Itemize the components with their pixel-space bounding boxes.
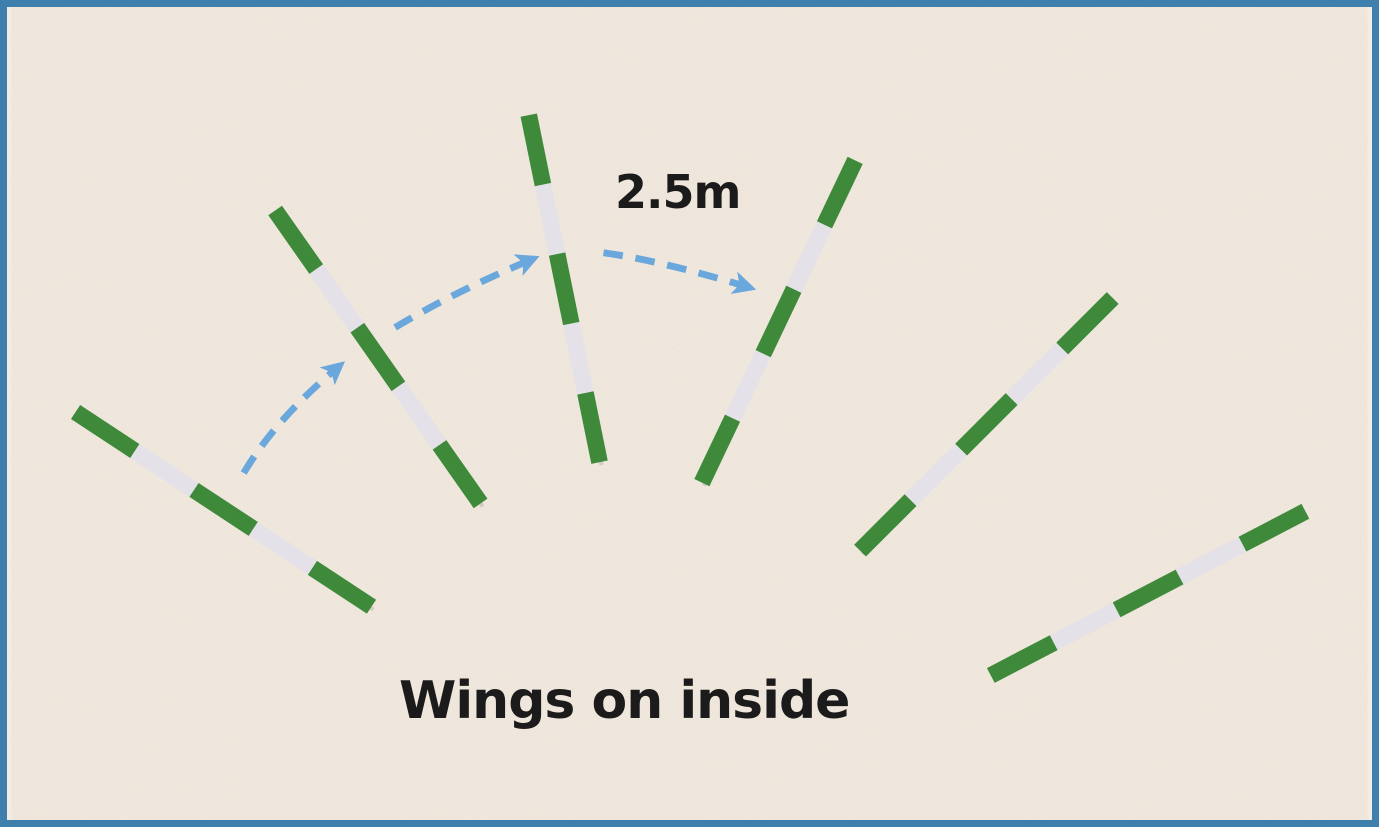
jump-pole <box>694 156 863 487</box>
jump-pole <box>70 405 377 614</box>
jump-pole <box>854 292 1119 557</box>
jump-pole <box>268 205 488 509</box>
pole-layout-diagram <box>11 7 1368 820</box>
poles-group <box>70 113 1310 683</box>
distance-arrow <box>240 361 346 475</box>
jump-pole <box>986 503 1310 683</box>
arrows-group <box>240 249 757 475</box>
distance-arrow <box>393 254 540 331</box>
sand-texture <box>11 7 1368 820</box>
jump-pole <box>520 113 608 466</box>
distance-arrow <box>603 249 757 295</box>
distance-label: 2.5m <box>615 165 741 219</box>
caption-label: Wings on inside <box>399 671 850 731</box>
